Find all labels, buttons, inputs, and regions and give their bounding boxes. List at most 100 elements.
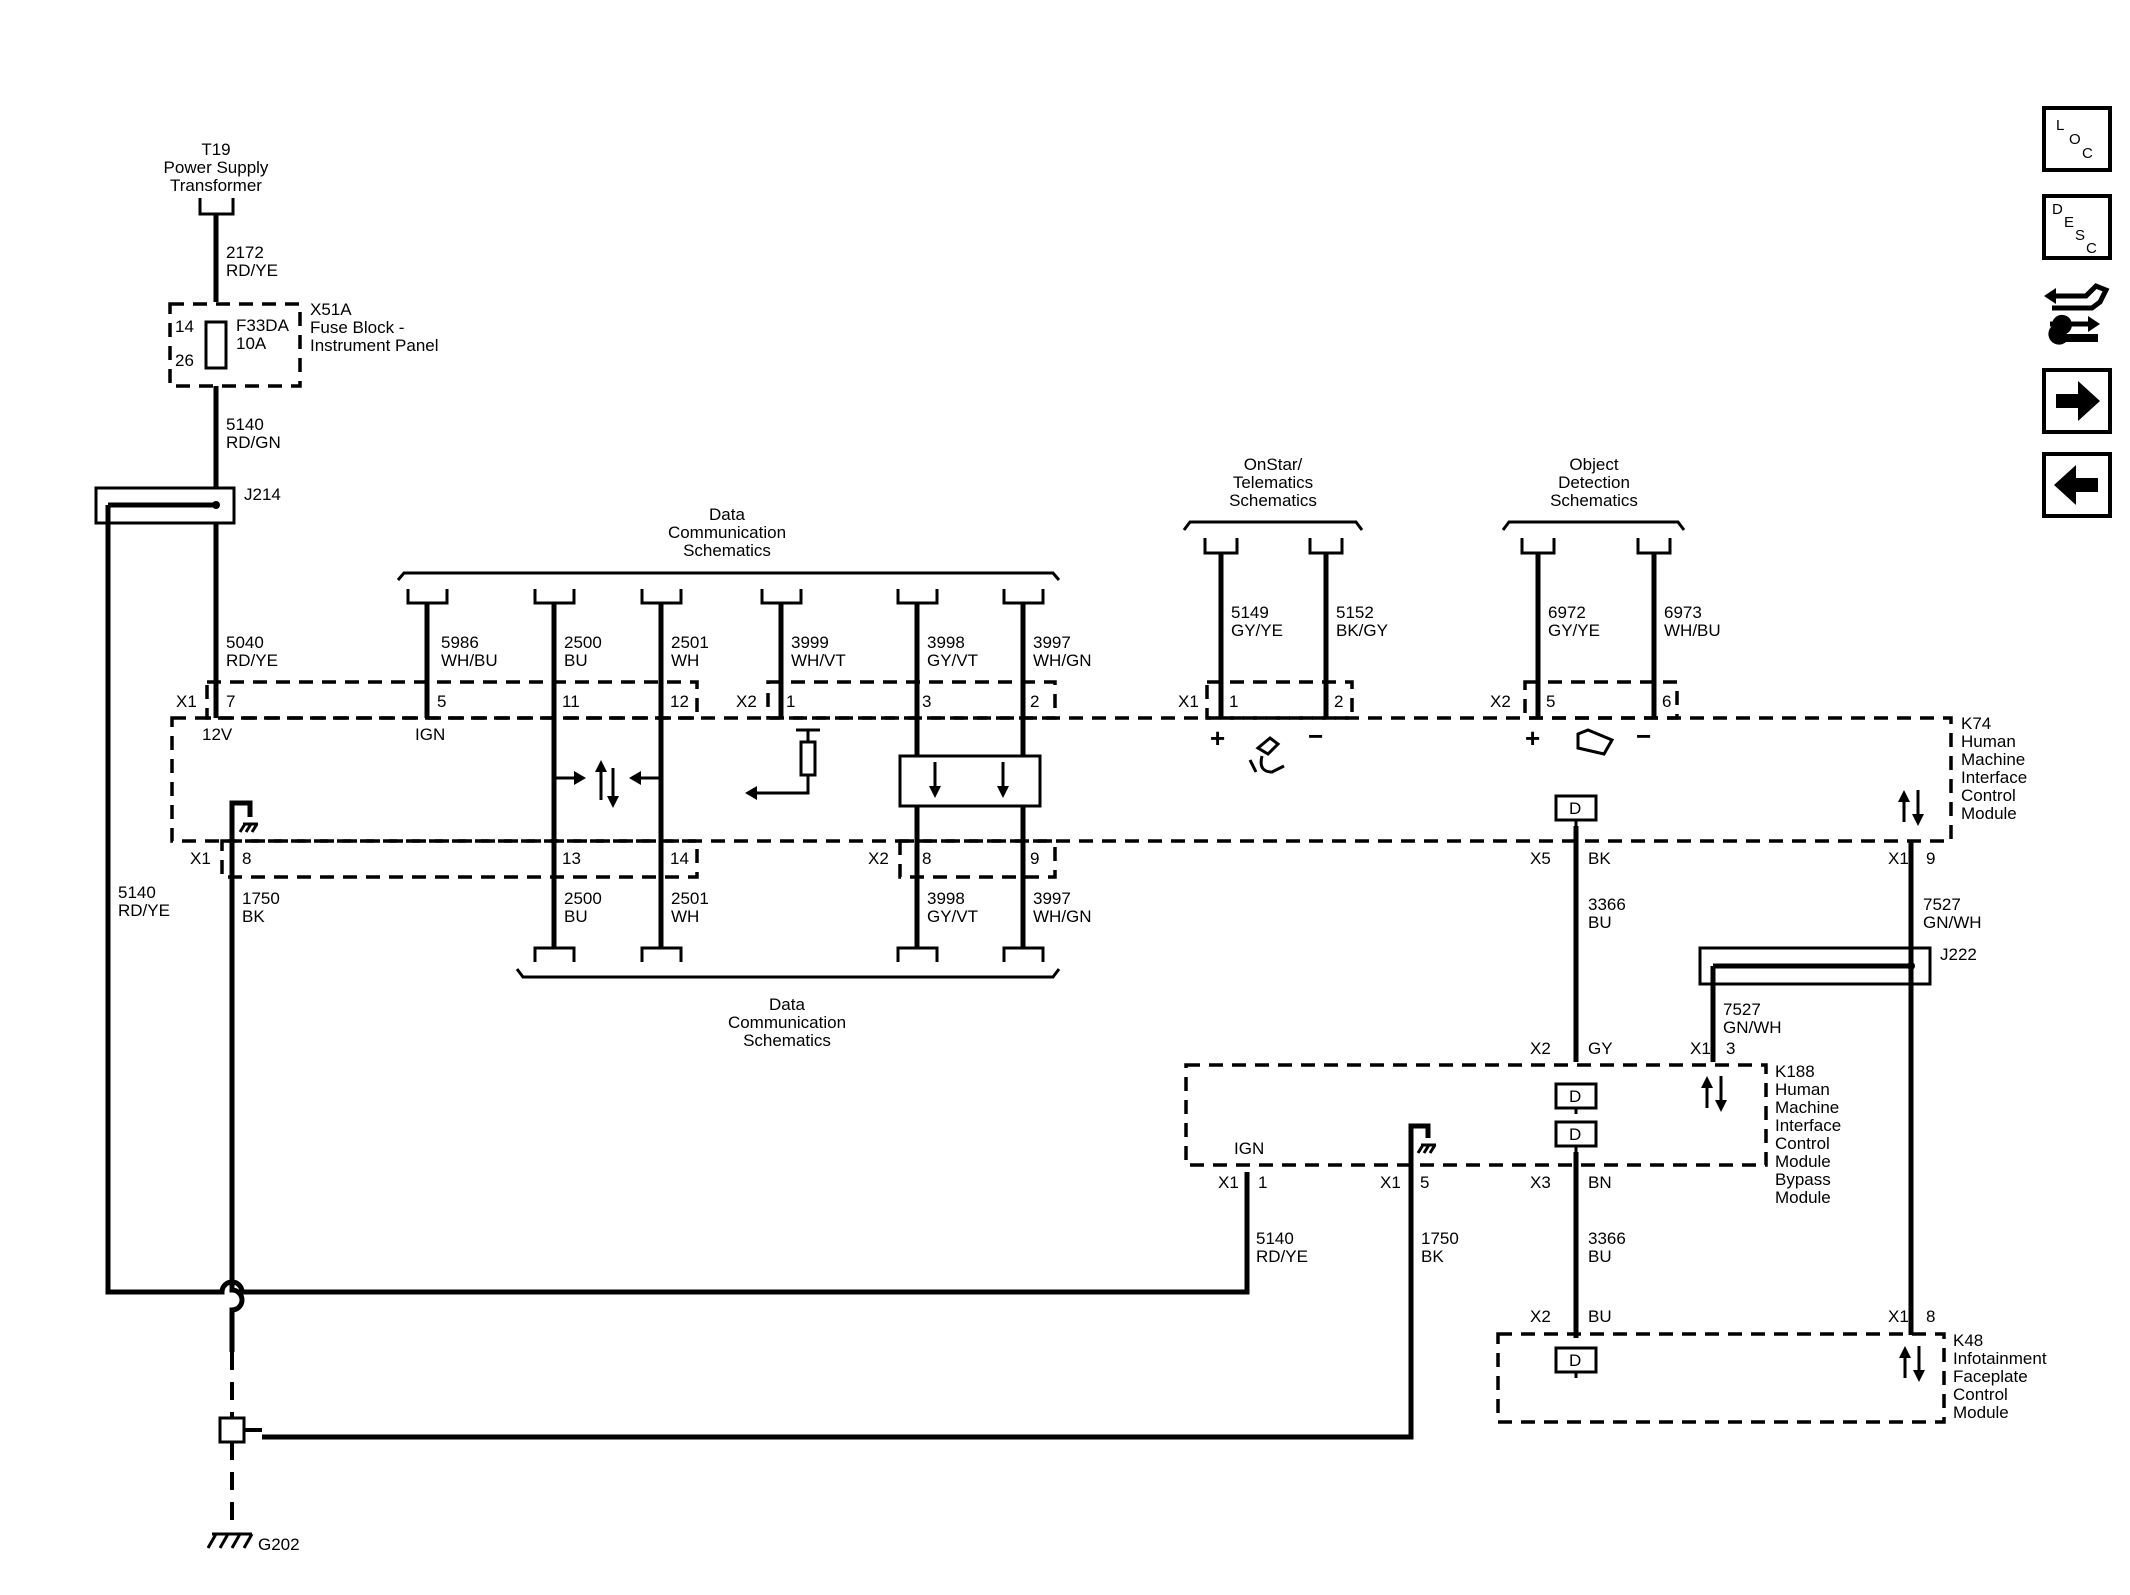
svg-text:5: 5 [1546, 692, 1555, 711]
arrow-right-icon [2056, 381, 2100, 421]
data-communication-schematics-top[interactable]: Data Communication Schematics [396, 505, 1061, 581]
svg-text:GY: GY [1588, 1039, 1613, 1058]
wire-1750-top [229, 853, 245, 1352]
object-detection-schematics[interactable]: Object Detection Schematics [1501, 455, 1686, 531]
svg-text:X1: X1 [1218, 1173, 1239, 1192]
svg-text:WH: WH [671, 651, 699, 670]
svg-text:Control: Control [1953, 1385, 2008, 1404]
svg-text:BU: BU [564, 907, 588, 926]
data-communication-schematics-bottom[interactable]: Data Communication Schematics [515, 968, 1061, 1050]
k74-bottom-connector-stubs [533, 946, 1045, 962]
svg-text:X51A: X51A [310, 300, 352, 319]
svg-text:BN: BN [1588, 1173, 1612, 1192]
svg-text:−: − [1636, 721, 1651, 751]
svg-text:3997: 3997 [1033, 633, 1071, 652]
svg-text:5986: 5986 [441, 633, 479, 652]
svg-text:X1: X1 [176, 692, 197, 711]
svg-text:3999: 3999 [791, 633, 829, 652]
k74-pass-through-box [898, 754, 1042, 808]
svg-text:K74: K74 [1961, 714, 1991, 733]
svg-text:D: D [1569, 1087, 1581, 1106]
loc-button[interactable]: L O C [2042, 106, 2112, 172]
svg-text:X1: X1 [190, 849, 211, 868]
svg-text:Data: Data [709, 505, 745, 524]
svg-text:RD/YE: RD/YE [226, 651, 278, 670]
svg-text:2500: 2500 [564, 889, 602, 908]
svg-text:11: 11 [562, 692, 580, 711]
svg-text:X1: X1 [1888, 849, 1909, 868]
svg-text:WH/BU: WH/BU [1664, 621, 1721, 640]
svg-text:Power Supply: Power Supply [164, 158, 269, 177]
svg-text:5140: 5140 [118, 883, 156, 902]
svg-text:WH/GN: WH/GN [1033, 651, 1092, 670]
svg-text:+: + [1210, 723, 1225, 753]
svg-text:3: 3 [1726, 1039, 1735, 1058]
svg-text:6: 6 [1662, 692, 1671, 711]
svg-text:Human: Human [1961, 732, 2016, 751]
svg-text:12: 12 [670, 692, 689, 711]
g202-ground: G202 [206, 1352, 300, 1554]
k74-serial-data-bidirectional-icon [554, 760, 661, 808]
k48-display-icon: D [1554, 1346, 1598, 1378]
desc-button[interactable]: D E S C [2042, 194, 2112, 260]
svg-text:10A: 10A [236, 334, 267, 353]
svg-text:−: − [1308, 721, 1323, 751]
svg-text:2: 2 [1334, 692, 1343, 711]
svg-text:X2: X2 [1530, 1039, 1551, 1058]
svg-text:Faceplate: Faceplate [1953, 1367, 2028, 1386]
k74-x1-bottom-connector [220, 839, 699, 879]
previous-page-button[interactable] [2042, 452, 2112, 518]
svg-text:14: 14 [175, 317, 194, 336]
svg-text:G202: G202 [258, 1535, 300, 1554]
svg-text:BU: BU [1588, 913, 1612, 932]
svg-text:Fuse Block -: Fuse Block - [310, 318, 404, 337]
svg-text:Instrument Panel: Instrument Panel [310, 336, 439, 355]
svg-text:IGN: IGN [1234, 1139, 1264, 1158]
svg-text:WH: WH [671, 907, 699, 926]
k74-x1-mid-connector [1205, 680, 1354, 720]
svg-text:14: 14 [670, 849, 689, 868]
svg-text:BU: BU [1588, 1247, 1612, 1266]
k74-x1-top-connector [205, 680, 699, 720]
svg-text:RD/YE: RD/YE [226, 261, 278, 280]
svg-text:Detection: Detection [1558, 473, 1630, 492]
svg-text:Object: Object [1569, 455, 1618, 474]
k74-display-icon: D [1554, 794, 1598, 826]
svg-text:3997: 3997 [1033, 889, 1071, 908]
k74-lan-bidirectional-icon [1898, 790, 1924, 826]
wire-1750-bypass [262, 1175, 1414, 1440]
svg-text:J214: J214 [244, 485, 281, 504]
k74-terminating-resistor-icon [745, 728, 820, 800]
svg-text:12V: 12V [202, 725, 233, 744]
svg-text:WH/BU: WH/BU [441, 651, 498, 670]
svg-text:Schematics: Schematics [683, 541, 771, 560]
svg-text:Transformer: Transformer [170, 176, 262, 195]
svg-text:BK/GY: BK/GY [1336, 621, 1388, 640]
k74-internal-ground-icon [229, 800, 259, 853]
k188-display-icon-2: D [1554, 1120, 1598, 1152]
svg-text:2: 2 [1030, 692, 1039, 711]
svg-text:GY/YE: GY/YE [1548, 621, 1600, 640]
svg-text:1: 1 [786, 692, 795, 711]
svg-text:8: 8 [242, 849, 251, 868]
svg-text:RD/YE: RD/YE [118, 901, 170, 920]
onstar-telematics-schematics[interactable]: OnStar/ Telematics Schematics [1182, 455, 1364, 531]
svg-text:2501: 2501 [671, 633, 709, 652]
svg-text:Data: Data [769, 995, 805, 1014]
svg-text:K48: K48 [1953, 1331, 1983, 1350]
k74-human-machine-interface-control-module: K74 Human Machine Interface Control Modu… [170, 714, 2027, 843]
svg-text:BK: BK [1588, 849, 1611, 868]
svg-text:3366: 3366 [1588, 895, 1626, 914]
svg-text:5140: 5140 [226, 415, 264, 434]
next-page-button[interactable] [2042, 368, 2112, 434]
svg-text:D: D [1569, 799, 1581, 818]
svg-text:X1: X1 [1690, 1039, 1711, 1058]
svg-text:Schematics: Schematics [1229, 491, 1317, 510]
svg-text:3366: 3366 [1588, 1229, 1626, 1248]
svg-text:GN/WH: GN/WH [1723, 1018, 1782, 1037]
diagnostic-connector-repair-icon[interactable] [2044, 283, 2110, 345]
svg-text:BU: BU [1588, 1307, 1612, 1326]
ground-splice [218, 1416, 246, 1444]
svg-text:Control: Control [1961, 786, 2016, 805]
svg-text:7527: 7527 [1923, 895, 1961, 914]
